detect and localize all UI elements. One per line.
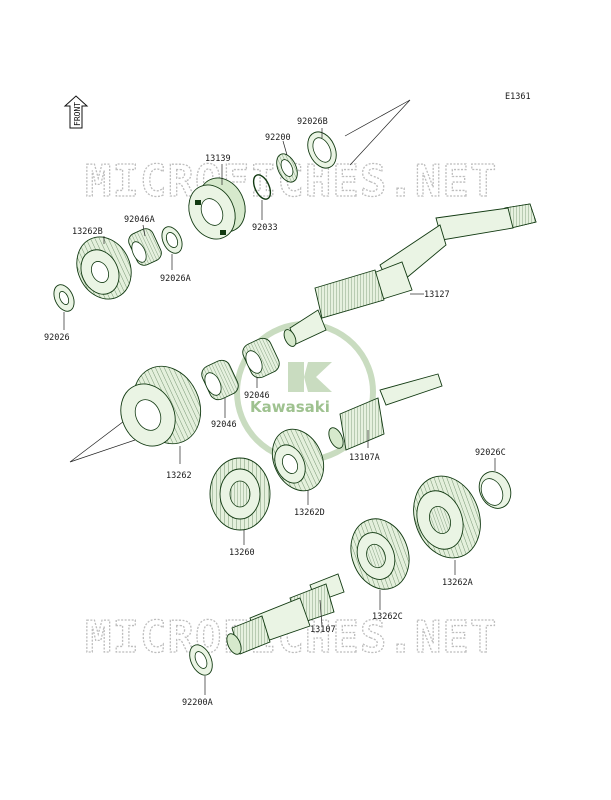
label-92046-upper: 92046: [244, 391, 270, 401]
part-13262C-gear: [350, 518, 410, 590]
leader-lines: [63, 128, 496, 695]
part-13262D-gear: [271, 428, 325, 492]
part-13107A-shaft: [328, 373, 443, 451]
label-13107: 13107: [310, 625, 336, 635]
label-13262C: 13262C: [372, 612, 403, 622]
part-13127-shaft: [283, 203, 537, 347]
guide-line-top: [344, 99, 411, 166]
label-92026: 92026: [44, 333, 70, 343]
front-arrow-icon: FRONT: [63, 95, 89, 129]
label-13262: 13262: [166, 471, 192, 481]
part-13262-gear: [120, 365, 202, 447]
label-13262D: 13262D: [294, 508, 325, 518]
label-92046A: 92046A: [124, 215, 155, 225]
part-13107-shaft: [226, 573, 345, 655]
label-13262A: 13262A: [442, 578, 473, 588]
part-13139-dog-gear: [188, 177, 246, 240]
label-92046-lower: 92046: [211, 420, 237, 430]
diagram-code: E1361: [505, 92, 531, 102]
part-92033-snapring: [252, 174, 272, 200]
label-13139: 13139: [205, 154, 231, 164]
part-92026C-ring: [478, 471, 512, 509]
part-13262A-gear: [413, 475, 481, 559]
label-92200: 92200: [265, 133, 291, 143]
part-92046A-needle-bearing: [128, 228, 162, 266]
part-92026-washer: [53, 284, 75, 312]
label-92200A: 92200A: [182, 698, 213, 708]
part-92200-bearing: [276, 153, 298, 183]
part-92026A-washer: [161, 226, 183, 254]
part-92026B-ring: [307, 131, 337, 169]
front-label: FRONT: [73, 102, 82, 126]
guide-line-left: [69, 414, 136, 463]
label-92033: 92033: [252, 223, 278, 233]
label-13107A: 13107A: [349, 453, 380, 463]
label-92026B: 92026B: [297, 117, 328, 127]
label-92026A: 92026A: [160, 274, 191, 284]
part-13260-gear: [209, 457, 271, 531]
part-92046-bearing-lower: [201, 359, 239, 401]
label-13260: 13260: [229, 548, 255, 558]
part-92200A-washer: [189, 644, 213, 676]
logo-text: Kawasaki: [250, 398, 330, 416]
part-92046-bearing-upper: [242, 337, 280, 379]
label-13127: 13127: [424, 290, 450, 300]
label-13262B: 13262B: [72, 227, 103, 237]
label-92026C: 92026C: [475, 448, 506, 458]
part-13262B-gear: [76, 236, 132, 300]
